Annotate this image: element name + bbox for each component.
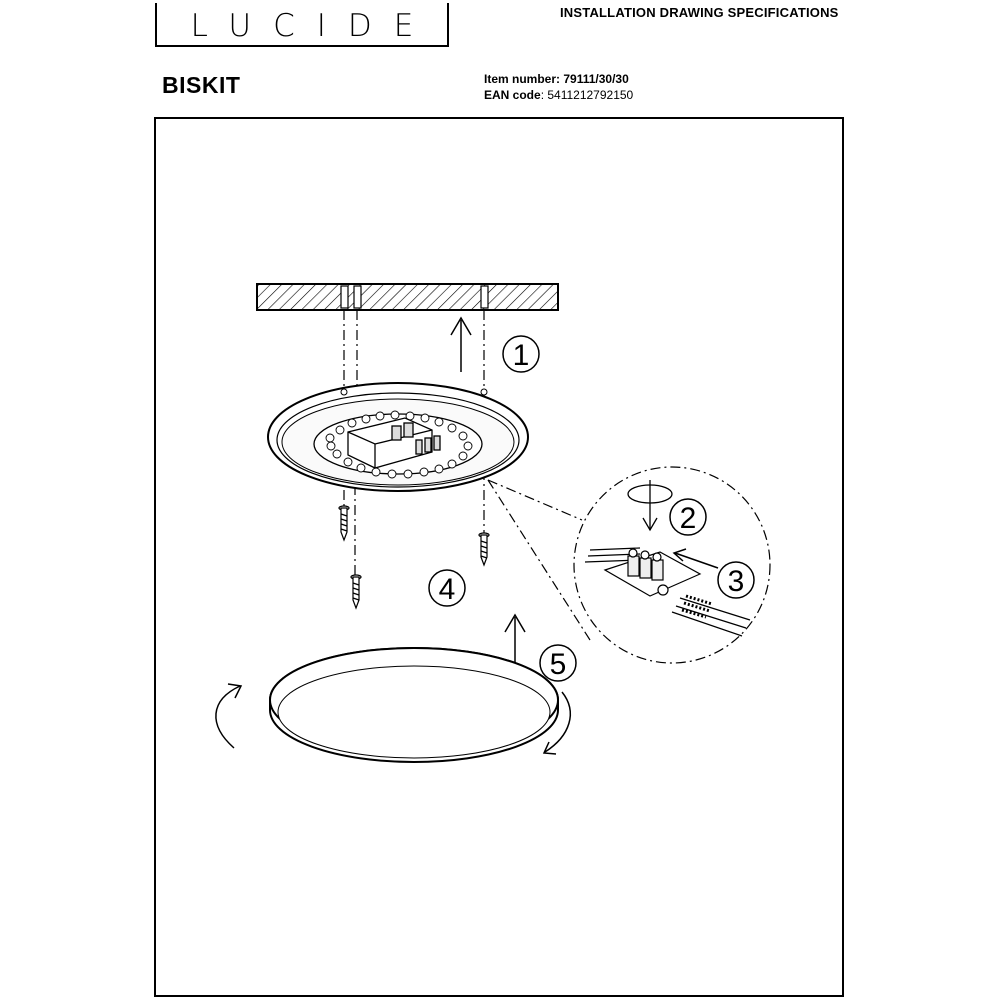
step5-badge: 5	[539, 644, 577, 682]
item-number-label: Item number	[484, 72, 557, 86]
rotate-arrow-left-icon	[215, 683, 243, 749]
terminal-block	[347, 417, 441, 469]
rotate-screwdriver-icon	[627, 480, 673, 532]
step2-badge: 2	[669, 498, 707, 536]
brand-logo-text: LUCIDE	[190, 8, 436, 44]
screw-middle	[350, 574, 362, 610]
step1-number: 1	[513, 339, 530, 372]
drawing-frame	[154, 117, 844, 997]
step1-up-arrow	[450, 316, 472, 372]
wall-plugs	[340, 285, 489, 309]
product-name: BISKIT	[162, 72, 241, 98]
step4-badge: 4	[428, 569, 466, 607]
brand-logo: LUCIDE	[155, 3, 449, 47]
detail-circle	[573, 466, 771, 664]
mounting-base	[267, 382, 529, 492]
step4-number: 4	[439, 573, 456, 606]
screw-right	[478, 532, 490, 567]
step3-arrow-icon	[672, 548, 719, 569]
connector-detail	[584, 547, 751, 637]
rotate-arrow-right-icon	[542, 691, 572, 755]
screw-left	[338, 505, 350, 542]
step3-badge: 3	[717, 561, 755, 599]
step3-number: 3	[728, 565, 745, 598]
ean-code-label: EAN code	[484, 88, 541, 102]
detail-leader-lines	[487, 479, 591, 641]
led-module-dots	[325, 410, 473, 479]
step1-badge: 1	[502, 335, 540, 373]
document-title: INSTALLATION DRAWING SPECIFICATIONS	[560, 5, 839, 20]
lamp-diffuser	[269, 647, 559, 763]
ceiling-slab	[256, 283, 559, 311]
mounting-screws	[338, 505, 490, 610]
ean-code-row: EAN code: 5411212792150	[484, 87, 633, 103]
item-number-row: Item number: 79111/30/30	[484, 71, 629, 87]
step5-number: 5	[550, 648, 567, 681]
step5-up-arrow	[504, 613, 526, 670]
item-number-value: : 79111/30/30	[556, 72, 629, 86]
ean-code-value: : 5411212792150	[540, 88, 634, 102]
step2-number: 2	[680, 502, 697, 535]
